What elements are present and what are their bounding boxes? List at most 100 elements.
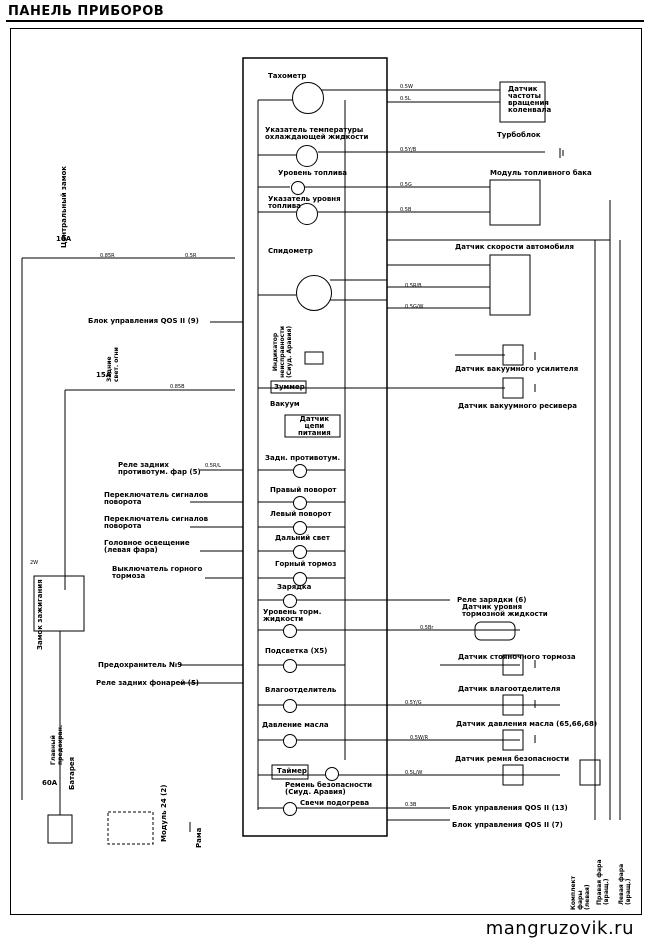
fuse-10a-label: 10A — [56, 235, 72, 243]
turbo-label: Турбоблок — [497, 131, 541, 139]
mountain-switch-label: Выключатель горного тормоза — [112, 565, 203, 580]
title-rule — [6, 20, 644, 22]
speedometer-gauge — [296, 275, 332, 311]
wire-code: 2W — [30, 560, 39, 566]
wire-code: 0.5R — [185, 253, 197, 259]
bottom-label-3: Левая фара (вращ.) — [618, 863, 632, 905]
charge-lamp — [283, 594, 297, 608]
buzzer-label: Зуммер — [274, 383, 305, 391]
qos13-label: Блок управления QOS II (13) — [452, 804, 568, 812]
tach-sensor-box — [499, 81, 546, 123]
glow-plugs-label: Свечи подогрева — [300, 799, 370, 807]
wire-code: 0.85R — [100, 253, 115, 259]
seat-belt-label: Ремень безопасности (Сиуд. Аравия) — [285, 781, 373, 796]
wire-code: 0.5B — [400, 207, 412, 213]
charge-label: Зарядка — [277, 583, 312, 591]
backlight-label: Подсветка (Х5) — [265, 647, 328, 655]
high-beam-label: Дальний свет — [275, 534, 330, 542]
tachometer-label: Тахометр — [268, 72, 307, 80]
wire-code: 0.5G — [400, 182, 412, 188]
ground-label: Рама — [195, 827, 203, 848]
bottom-label-2: Правая фара (вращ.) — [596, 859, 610, 906]
headlights-label: Головное освещение (левая фара) — [104, 539, 190, 554]
speed-sensor-box — [489, 254, 531, 316]
wire-code: 0.5G/W — [405, 304, 424, 310]
main-fuse-label: Главный предохран. — [50, 724, 64, 765]
right-turn-label: Правый поворот — [270, 486, 337, 494]
wire-code: 0.5R/L — [205, 463, 221, 469]
wire-code: 0.5Y/B — [400, 147, 417, 153]
belt-sensor-label: Датчик ремня безопасности — [455, 755, 570, 763]
vac-receiver-label: Датчик вакуумного ресивера — [458, 402, 577, 410]
backlight-lamp — [283, 659, 297, 673]
fuel-module-label: Модуль топливного бака — [490, 169, 592, 177]
fuse-n9-label: Предохранитель №9 — [98, 661, 183, 669]
oil-sensor-label: Датчик давления масла (65,66,68) — [456, 720, 598, 728]
wire-code: 0.3B — [405, 802, 417, 808]
battery-label: Батарея — [68, 756, 76, 790]
page-title: ПАНЕЛЬ ПРИБОРОВ — [8, 4, 165, 19]
watermark: mangruzovik.ru — [485, 918, 634, 939]
seat-belt-lamp — [325, 767, 339, 781]
fuel-level-lamp — [291, 181, 305, 195]
tachometer-gauge — [292, 82, 324, 114]
vacuum-label: Вакуум — [270, 400, 300, 408]
fuel-gauge — [296, 203, 318, 225]
fuse-15a-label: 15A — [96, 371, 112, 379]
mountain-brake-label: Горный тормоз — [275, 560, 337, 568]
gauge-fuse-label: Задние свет. огни — [106, 347, 120, 382]
right-turn-lamp — [293, 496, 307, 510]
fault-indicator-label: Индикатор неисправности (Сиуд. Аравия) — [272, 325, 293, 378]
wire-code: 0.5R/B — [405, 283, 422, 289]
mountain-brake-lamp — [293, 572, 307, 586]
coolant-label: Указатель температуры охлаждающей жидкос… — [265, 126, 369, 141]
brake-fluid-sensor-label: Датчик уровня тормозной жидкости — [462, 603, 548, 618]
oil-pressure-lamp — [283, 734, 297, 748]
rear-lamp-relay-label: Реле задних фонарей (5) — [96, 679, 200, 687]
ignition-switch-label: Замок зажигания — [36, 579, 44, 650]
wire-code: 0.5W — [400, 84, 413, 90]
wire-code: 0.85B — [170, 384, 185, 390]
turn-switch-2-label: Переключатель сигналов поворота — [104, 515, 209, 530]
oil-pressure-label: Давление масла — [262, 721, 329, 729]
wire-code: 0.5L — [400, 96, 411, 102]
rear-fog-label: Задн. противотум. — [265, 454, 341, 462]
coolant-gauge — [296, 145, 318, 167]
wire-code: 0.5W/R — [410, 735, 429, 741]
circuit-sensor-label: Датчик цепи питания — [298, 415, 331, 437]
brake-fluid-label: Уровень торм. жидкости — [263, 608, 322, 623]
water-sep-sensor-label: Датчик влагоотделителя — [458, 685, 561, 693]
tach-sensor-label: Датчик частоты вращения коленвала — [508, 85, 552, 114]
ignition-switch-box — [33, 575, 85, 632]
glow-plug-lamp — [283, 802, 297, 816]
wire-code: 0.5Br — [420, 625, 434, 631]
instrument-panel-box — [242, 57, 388, 837]
relay-box-label: Модуль 24 (2) — [160, 784, 168, 842]
wire-code: 0.5L/W — [405, 770, 423, 776]
water-separator-lamp — [283, 699, 297, 713]
turn-switch-1-label: Переключатель сигналов поворота — [104, 491, 209, 506]
vac-booster-label: Датчик вакуумного усилителя — [455, 365, 579, 373]
rear-fog-lamp — [293, 464, 307, 478]
high-beam-lamp — [293, 545, 307, 559]
rear-fog-relay-label: Реле задних противотум. фар (5) — [118, 461, 201, 476]
qos7-label: Блок управления QOS II (7) — [452, 821, 563, 829]
bottom-label-1: Комплект фары (левая) — [570, 875, 591, 910]
brake-fluid-lamp — [283, 624, 297, 638]
fuse-60a-label: 60A — [42, 779, 58, 787]
left-turn-label: Левый поворот — [270, 510, 332, 518]
charge-relay-label: Реле зарядки (6) — [457, 596, 527, 604]
fuel-level-label: Уровень топлива — [278, 169, 347, 177]
parking-brake-label: Датчик стояночного тормоза — [458, 653, 576, 661]
speedometer-label: Спидометр — [268, 247, 313, 255]
timer-label: Таймер — [277, 767, 307, 775]
diagram-frame — [10, 28, 642, 915]
wire-code: 0.5Y/G — [405, 700, 422, 706]
water-separator-label: Влагоотделитель — [265, 686, 337, 694]
fuel-indicator-label: Указатель уровня топлива — [268, 195, 341, 210]
left-turn-lamp — [293, 521, 307, 535]
qos9-label: Блок управления QOS II (9) — [88, 317, 199, 325]
fuel-module-box — [489, 179, 541, 226]
speed-sensor-label: Датчик скорости автомобиля — [455, 243, 574, 251]
